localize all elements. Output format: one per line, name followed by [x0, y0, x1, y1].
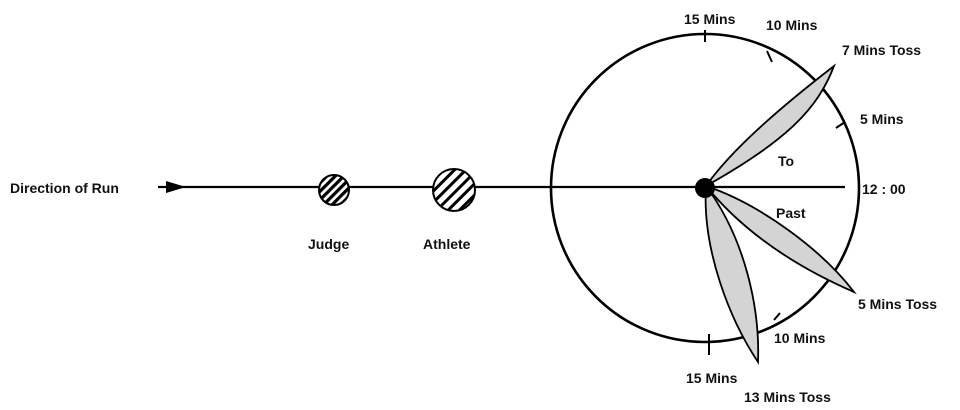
ten-mins-upper-label: 10 Mins [766, 17, 818, 33]
tick-5-upper [836, 122, 845, 128]
twelve-oclock-label: 12 : 00 [862, 181, 906, 197]
direction-of-run-label: Direction of Run [10, 180, 119, 196]
tick-10-lower [774, 313, 780, 320]
tick-10-upper [767, 51, 772, 62]
judge-label: Judge [308, 236, 349, 252]
five-mins-upper-label: 5 Mins [860, 111, 904, 127]
thirteen-mins-toss-label: 13 Mins Toss [744, 389, 831, 405]
run-arrow-icon [166, 181, 186, 193]
sector-7-mins-toss [706, 66, 834, 186]
athlete-marker [433, 169, 475, 211]
fifteen-mins-lower-label: 15 Mins [686, 370, 738, 386]
athlete-label: Athlete [423, 236, 471, 252]
judge-marker [319, 175, 349, 205]
five-mins-toss-label: 5 Mins Toss [858, 296, 937, 312]
clock-hub [695, 178, 715, 198]
fifteen-mins-upper-label: 15 Mins [684, 11, 736, 27]
to-label: To [778, 153, 794, 169]
ten-mins-lower-label: 10 Mins [774, 330, 826, 346]
seven-mins-toss-label: 7 Mins Toss [842, 42, 921, 58]
past-label: Past [776, 205, 806, 221]
